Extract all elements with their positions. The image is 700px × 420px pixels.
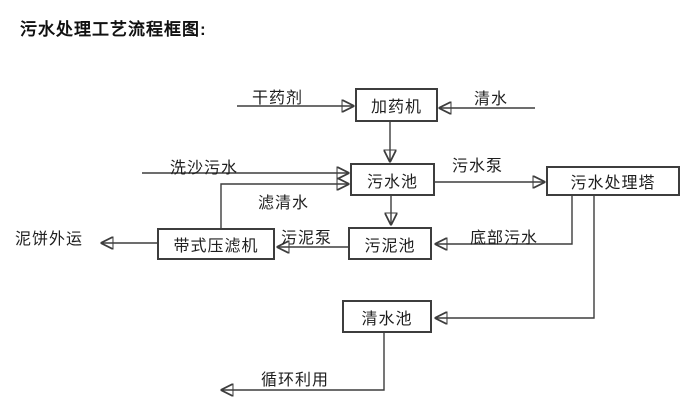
edge-label-bottom-sewage: 底部污水	[470, 230, 539, 247]
edge-label-filtered-water: 滤清水	[258, 195, 310, 212]
edge-label-recycle: 循环利用	[261, 372, 330, 389]
edge-label-mud-cake-out: 泥饼外运	[15, 231, 84, 248]
node-sludge-pool: 污泥池	[348, 227, 432, 260]
edge-label-dry-agent: 干药剂	[252, 90, 304, 107]
node-belt-filter-press: 带式压滤机	[157, 228, 275, 260]
node-sewage-treatment-tower: 污水处理塔	[546, 166, 680, 196]
node-dosing-machine: 加药机	[355, 88, 438, 122]
edge-label-clear-water: 清水	[474, 91, 509, 108]
edge-label-sludge-pump: 污泥泵	[281, 230, 333, 247]
edge-bottom-sewage-arrow	[436, 196, 573, 244]
edge-recycle-arrow	[222, 333, 385, 390]
node-clear-water-pool: 清水池	[342, 300, 432, 333]
edge-label-sand-washing-sewage: 洗沙污水	[170, 160, 239, 177]
diagram-title: 污水处理工艺流程框图:	[20, 20, 207, 39]
node-sewage-pool: 污水池	[350, 163, 435, 196]
edge-label-sewage-pump: 污水泵	[452, 158, 504, 175]
edge-tower-to-clear-arrow	[436, 196, 595, 318]
edge-filtered-water-arrow	[220, 184, 348, 228]
